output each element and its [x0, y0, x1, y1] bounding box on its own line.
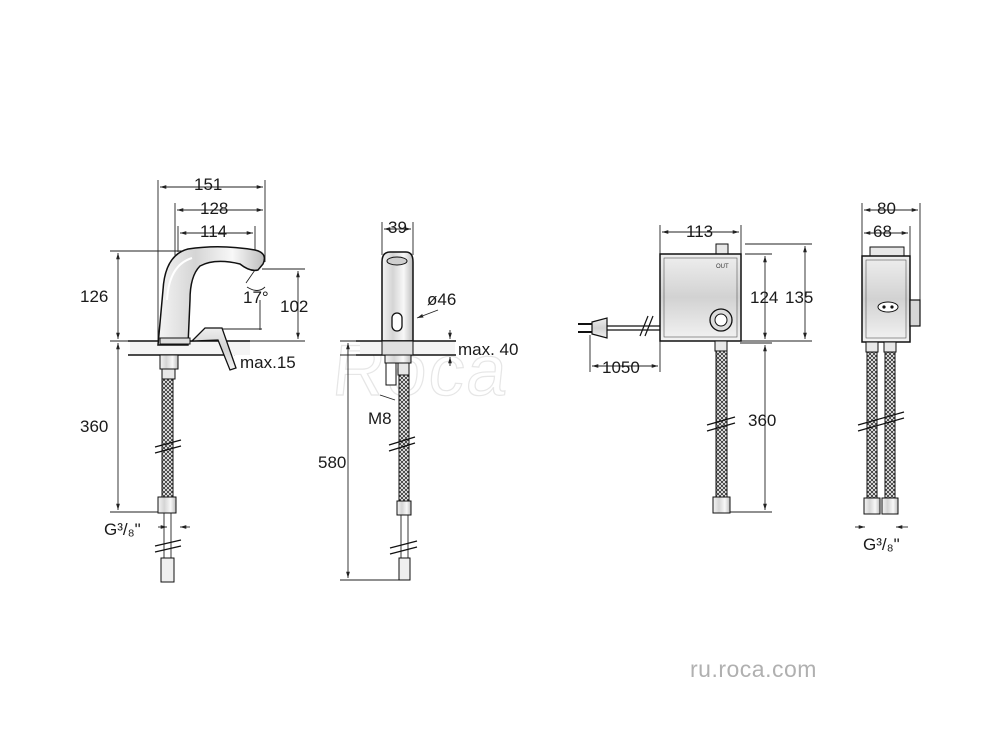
dim-max-40: max. 40 [458, 340, 518, 359]
control-box-side: 80 68 G³/₈" [855, 199, 921, 554]
dim-68: 68 [873, 222, 892, 241]
site-url[interactable]: ru.roca.com [690, 656, 817, 682]
dim-102: 102 [280, 297, 308, 316]
dim-diameter-46: ø46 [427, 290, 456, 309]
dim-151: 151 [194, 175, 222, 194]
dim-114: 114 [200, 222, 227, 241]
dim-128: 128 [200, 199, 228, 218]
dim-135: 135 [785, 288, 813, 307]
faucet-side-view: 39 ø46 max. 40 M8 580 [318, 218, 518, 581]
out-port-label: OUT [716, 264, 729, 270]
faucet-front-view: 151 128 114 126 102 17° max.15 360 G³/₈" [80, 175, 308, 583]
dim-113: 113 [686, 222, 713, 241]
dim-360-faucet: 360 [80, 417, 108, 436]
thread-label-box: G³/₈" [863, 535, 900, 554]
thread-label-faucet: G³/₈" [104, 520, 141, 539]
dim-126: 126 [80, 287, 108, 306]
dim-580: 580 [318, 453, 346, 472]
dim-m8: M8 [368, 409, 392, 428]
dim-80: 80 [877, 199, 896, 218]
dim-39: 39 [388, 218, 407, 237]
dim-max-15: max.15 [240, 353, 296, 372]
control-box-front: OUT 113 124 135 1050 360 [578, 222, 813, 514]
dim-angle: 17° [243, 288, 269, 307]
dim-360-box: 360 [748, 411, 776, 430]
dim-1050: 1050 [602, 358, 640, 377]
dim-124: 124 [750, 288, 778, 307]
